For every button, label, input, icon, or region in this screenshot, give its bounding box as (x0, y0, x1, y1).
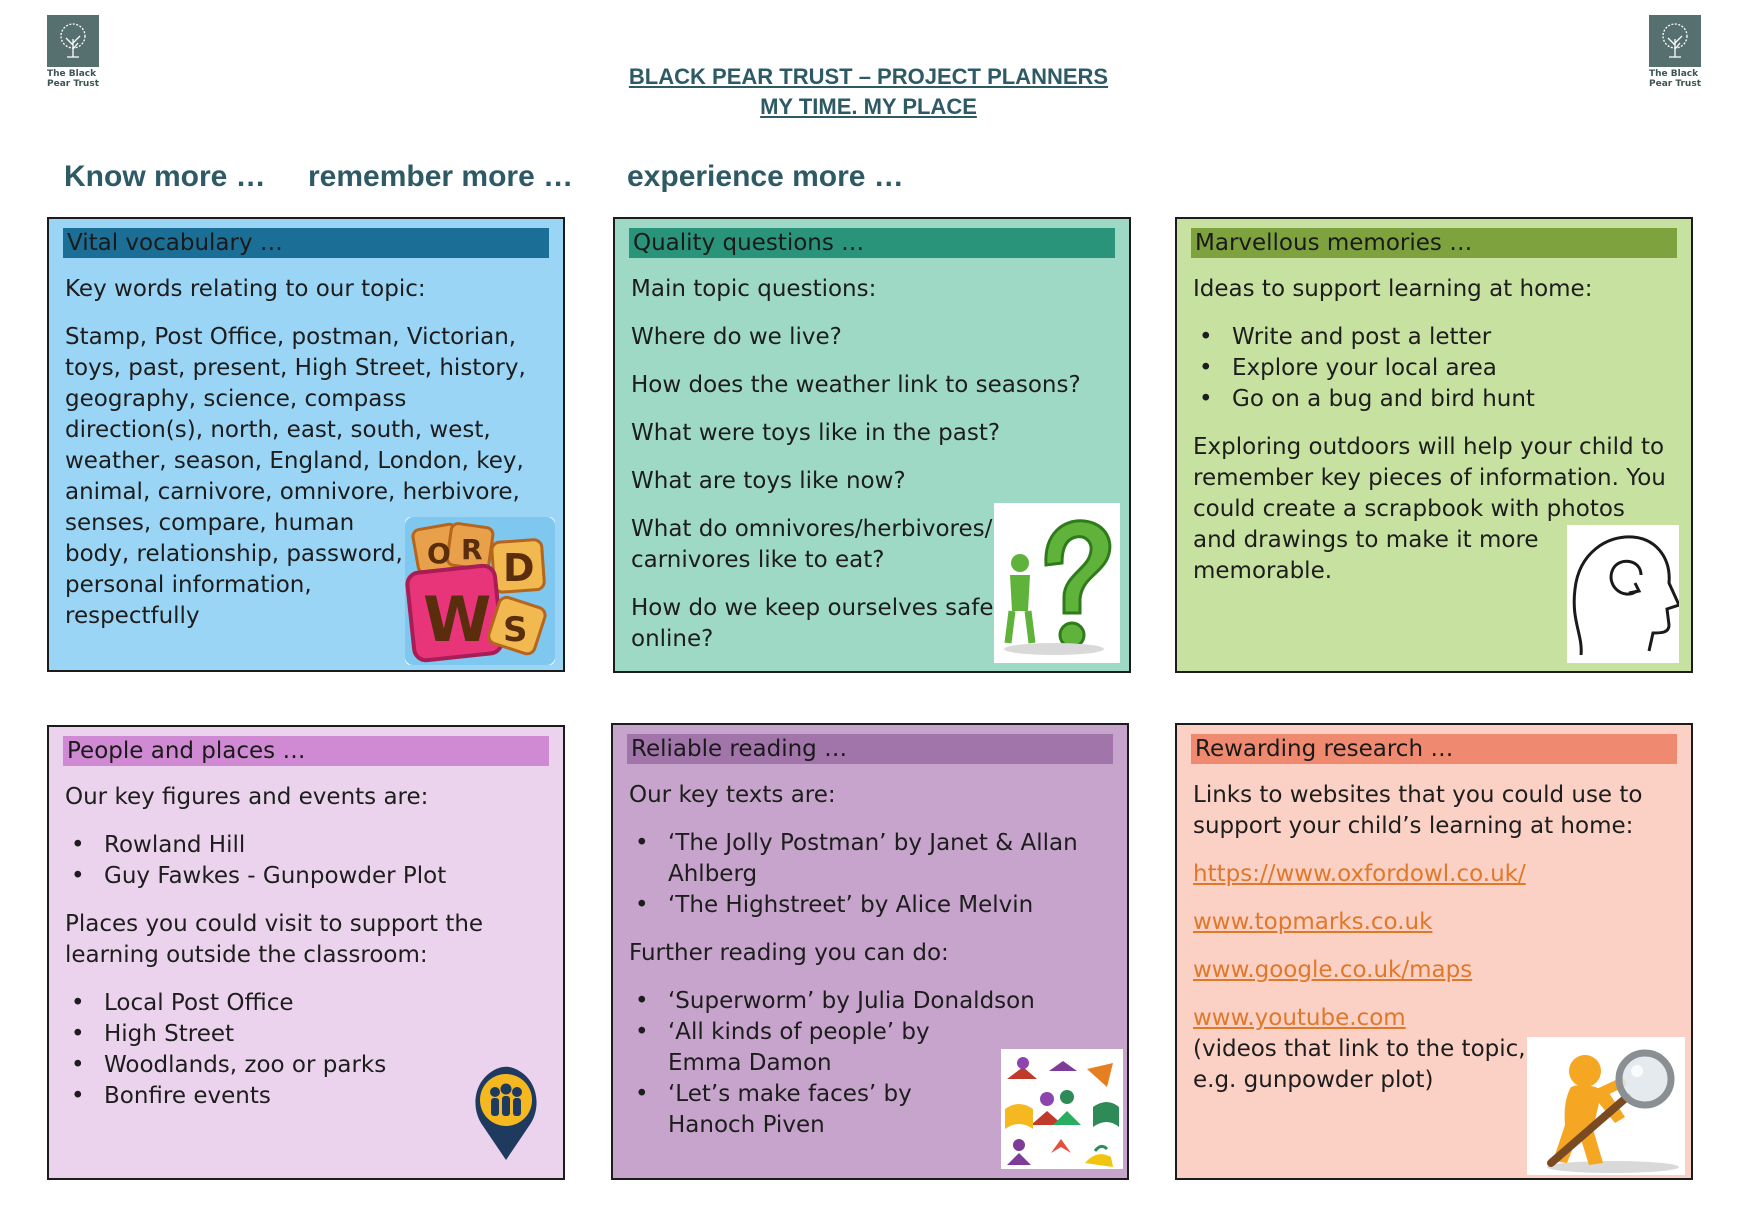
vocabulary-line: respectfully (65, 603, 200, 629)
list-item: ‘Superworm’ by Julia Donaldson (629, 986, 1113, 1017)
tile-letter: R (461, 533, 483, 566)
list-item: Local Post Office (65, 988, 549, 1019)
vocabulary-line: animal, carnivore, omnivore, herbivore, (65, 479, 520, 505)
motto-know-more: Know more … (64, 160, 266, 193)
head-profile-icon (1567, 525, 1679, 663)
tree-icon (1649, 15, 1701, 67)
memories-intro: Ideas to support learning at home: (1193, 276, 1593, 302)
list-item: Bonfire events (65, 1081, 549, 1112)
panel-body: Main topic questions: Where do we live? … (631, 274, 1115, 672)
key-texts-list: ‘The Jolly Postman’ by Janet & AllanAhlb… (629, 828, 1113, 921)
list-item: ‘The Jolly Postman’ by Janet & AllanAhlb… (629, 828, 1113, 890)
page-subtitle: MY TIME. MY PLACE (760, 94, 977, 119)
memories-line: remember key pieces of information. You (1193, 465, 1666, 491)
list-item: Explore your local area (1193, 353, 1677, 384)
memories-line: Exploring outdoors will help your child … (1193, 434, 1665, 460)
memories-panel: Marvellous memories … Ideas to support l… (1175, 217, 1693, 673)
list-item: Write and post a letter (1193, 322, 1677, 353)
memories-line: could create a scrapbook with photos (1193, 496, 1625, 522)
trust-logo-left: The Black Pear Trust (47, 15, 99, 89)
trust-logo-right: The Black Pear Trust (1649, 15, 1701, 89)
list-item: Guy Fawkes - Gunpowder Plot (65, 861, 549, 892)
link-topmarks[interactable]: www.topmarks.co.uk (1193, 909, 1433, 935)
question-item: Where do we live? (631, 324, 842, 350)
panel-header: People and places … (63, 736, 549, 766)
vocabulary-line: weather, season, England, London, key, (65, 448, 524, 474)
memories-line: memorable. (1193, 558, 1333, 584)
list-item: High Street (65, 1019, 549, 1050)
panel-header: Marvellous memories … (1191, 228, 1677, 258)
question-item: What are toys like now? (631, 468, 906, 494)
panel-header: Quality questions … (629, 228, 1115, 258)
motto-remember-more: remember more … (308, 160, 574, 193)
link-youtube[interactable]: www.youtube.com (1193, 1005, 1406, 1031)
vocabulary-line: personal information, (65, 572, 312, 598)
tile-letter: W (423, 583, 491, 656)
texts-intro: Our key texts are: (629, 782, 836, 808)
further-reading-list: ‘Superworm’ by Julia Donaldson ‘All kind… (629, 986, 1113, 1141)
reading-books-image (1001, 1049, 1123, 1169)
tree-icon (47, 15, 99, 67)
panel-header: Vital vocabulary … (63, 228, 549, 258)
list-item: Rowland Hill (65, 830, 549, 861)
people-places-panel: People and places … Our key figures and … (47, 725, 565, 1180)
vocabulary-line: direction(s), north, east, south, west, (65, 417, 491, 443)
question-item: What were toys like in the past? (631, 420, 1001, 446)
panel-body: Key words relating to our topic: Stamp, … (65, 274, 549, 632)
vocabulary-panel: Vital vocabulary … Key words relating to… (47, 217, 565, 672)
places-list: Local Post Office High Street Woodlands,… (65, 988, 549, 1112)
vocabulary-line: senses, compare, human (65, 510, 355, 536)
list-item: Go on a bug and bird hunt (1193, 384, 1677, 415)
location-pin-icon (467, 1062, 545, 1162)
motto-experience-more: experience more … (627, 160, 904, 193)
ideas-list: Write and post a letter Explore your loc… (1193, 322, 1677, 415)
vocabulary-line: Stamp, Post Office, postman, Victorian, (65, 324, 517, 350)
question-mark-figure-image (994, 503, 1120, 663)
word-tiles-image: O R D W S (405, 517, 555, 665)
further-reading-intro: Further reading you can do: (629, 940, 949, 966)
tile-letter: S (503, 610, 528, 650)
youtube-note: (videos that link to the topic,e.g. gunp… (1193, 1036, 1526, 1093)
vocabulary-intro: Key words relating to our topic: (65, 276, 426, 302)
question-item: What do omnivores/herbivores/carnivores … (631, 516, 993, 573)
figures-intro: Our key figures and events are: (65, 784, 429, 810)
question-item: How does the weather link to seasons? (631, 372, 1081, 398)
logo-caption: The Black Pear Trust (1649, 69, 1702, 89)
tile-letter: O (427, 537, 451, 570)
tile-letter: D (503, 546, 535, 590)
magnifier-figure-image (1527, 1037, 1685, 1175)
vocabulary-line: body, relationship, password, (65, 541, 403, 567)
questions-intro: Main topic questions: (631, 276, 877, 302)
panel-header: Rewarding research … (1191, 734, 1677, 764)
vocabulary-line: geography, science, compass (65, 386, 407, 412)
link-google-maps[interactable]: www.google.co.uk/maps (1193, 957, 1473, 983)
panel-body: Ideas to support learning at home: Write… (1193, 274, 1677, 587)
vocabulary-line: toys, past, present, High Street, histor… (65, 355, 526, 381)
panel-body: Our key texts are: ‘The Jolly Postman’ b… (629, 780, 1113, 1158)
reliable-reading-panel: Reliable reading … Our key texts are: ‘T… (611, 723, 1129, 1180)
logo-caption: The Black Pear Trust (47, 69, 100, 89)
rewarding-research-panel: Rewarding research … Links to websites t… (1175, 723, 1693, 1180)
list-item: ‘The Highstreet’ by Alice Melvin (629, 890, 1113, 921)
quality-questions-panel: Quality questions … Main topic questions… (613, 217, 1131, 673)
list-item: Woodlands, zoo or parks (65, 1050, 549, 1081)
link-oxfordowl[interactable]: https://www.oxfordowl.co.uk/ (1193, 861, 1526, 887)
panel-body: Our key figures and events are: Rowland … (65, 782, 549, 1129)
page-title: BLACK PEAR TRUST – PROJECT PLANNERS (628, 64, 1109, 89)
panel-header: Reliable reading … (627, 734, 1113, 764)
memories-line: and drawings to make it more (1193, 527, 1539, 553)
figures-list: Rowland Hill Guy Fawkes - Gunpowder Plot (65, 830, 549, 892)
